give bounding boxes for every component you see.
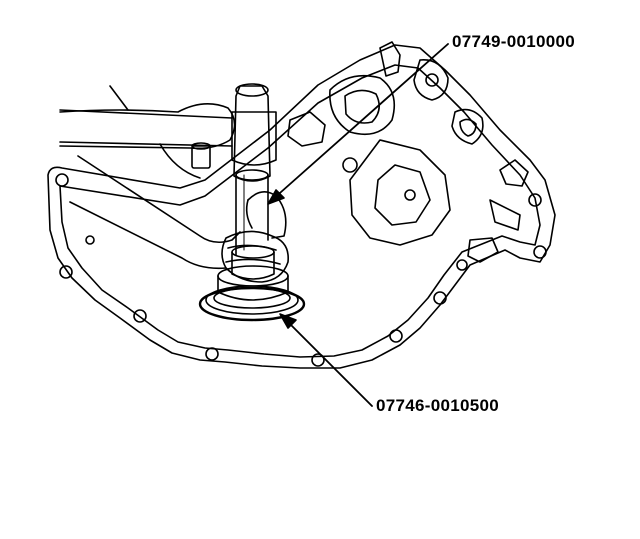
transmission-housing [47,41,556,369]
hammer [59,83,277,182]
seal-driver-attachment [217,245,289,301]
lower-hand [69,155,289,283]
leader-line-bottom [279,313,373,407]
callout-attachment-part-number: 07746-0010500 [376,396,500,415]
upper-hand [59,103,236,179]
driver-handle [235,169,269,256]
callout-driver-handle-part-number: 07749-0010000 [452,32,576,51]
leader-line-top [267,43,449,205]
